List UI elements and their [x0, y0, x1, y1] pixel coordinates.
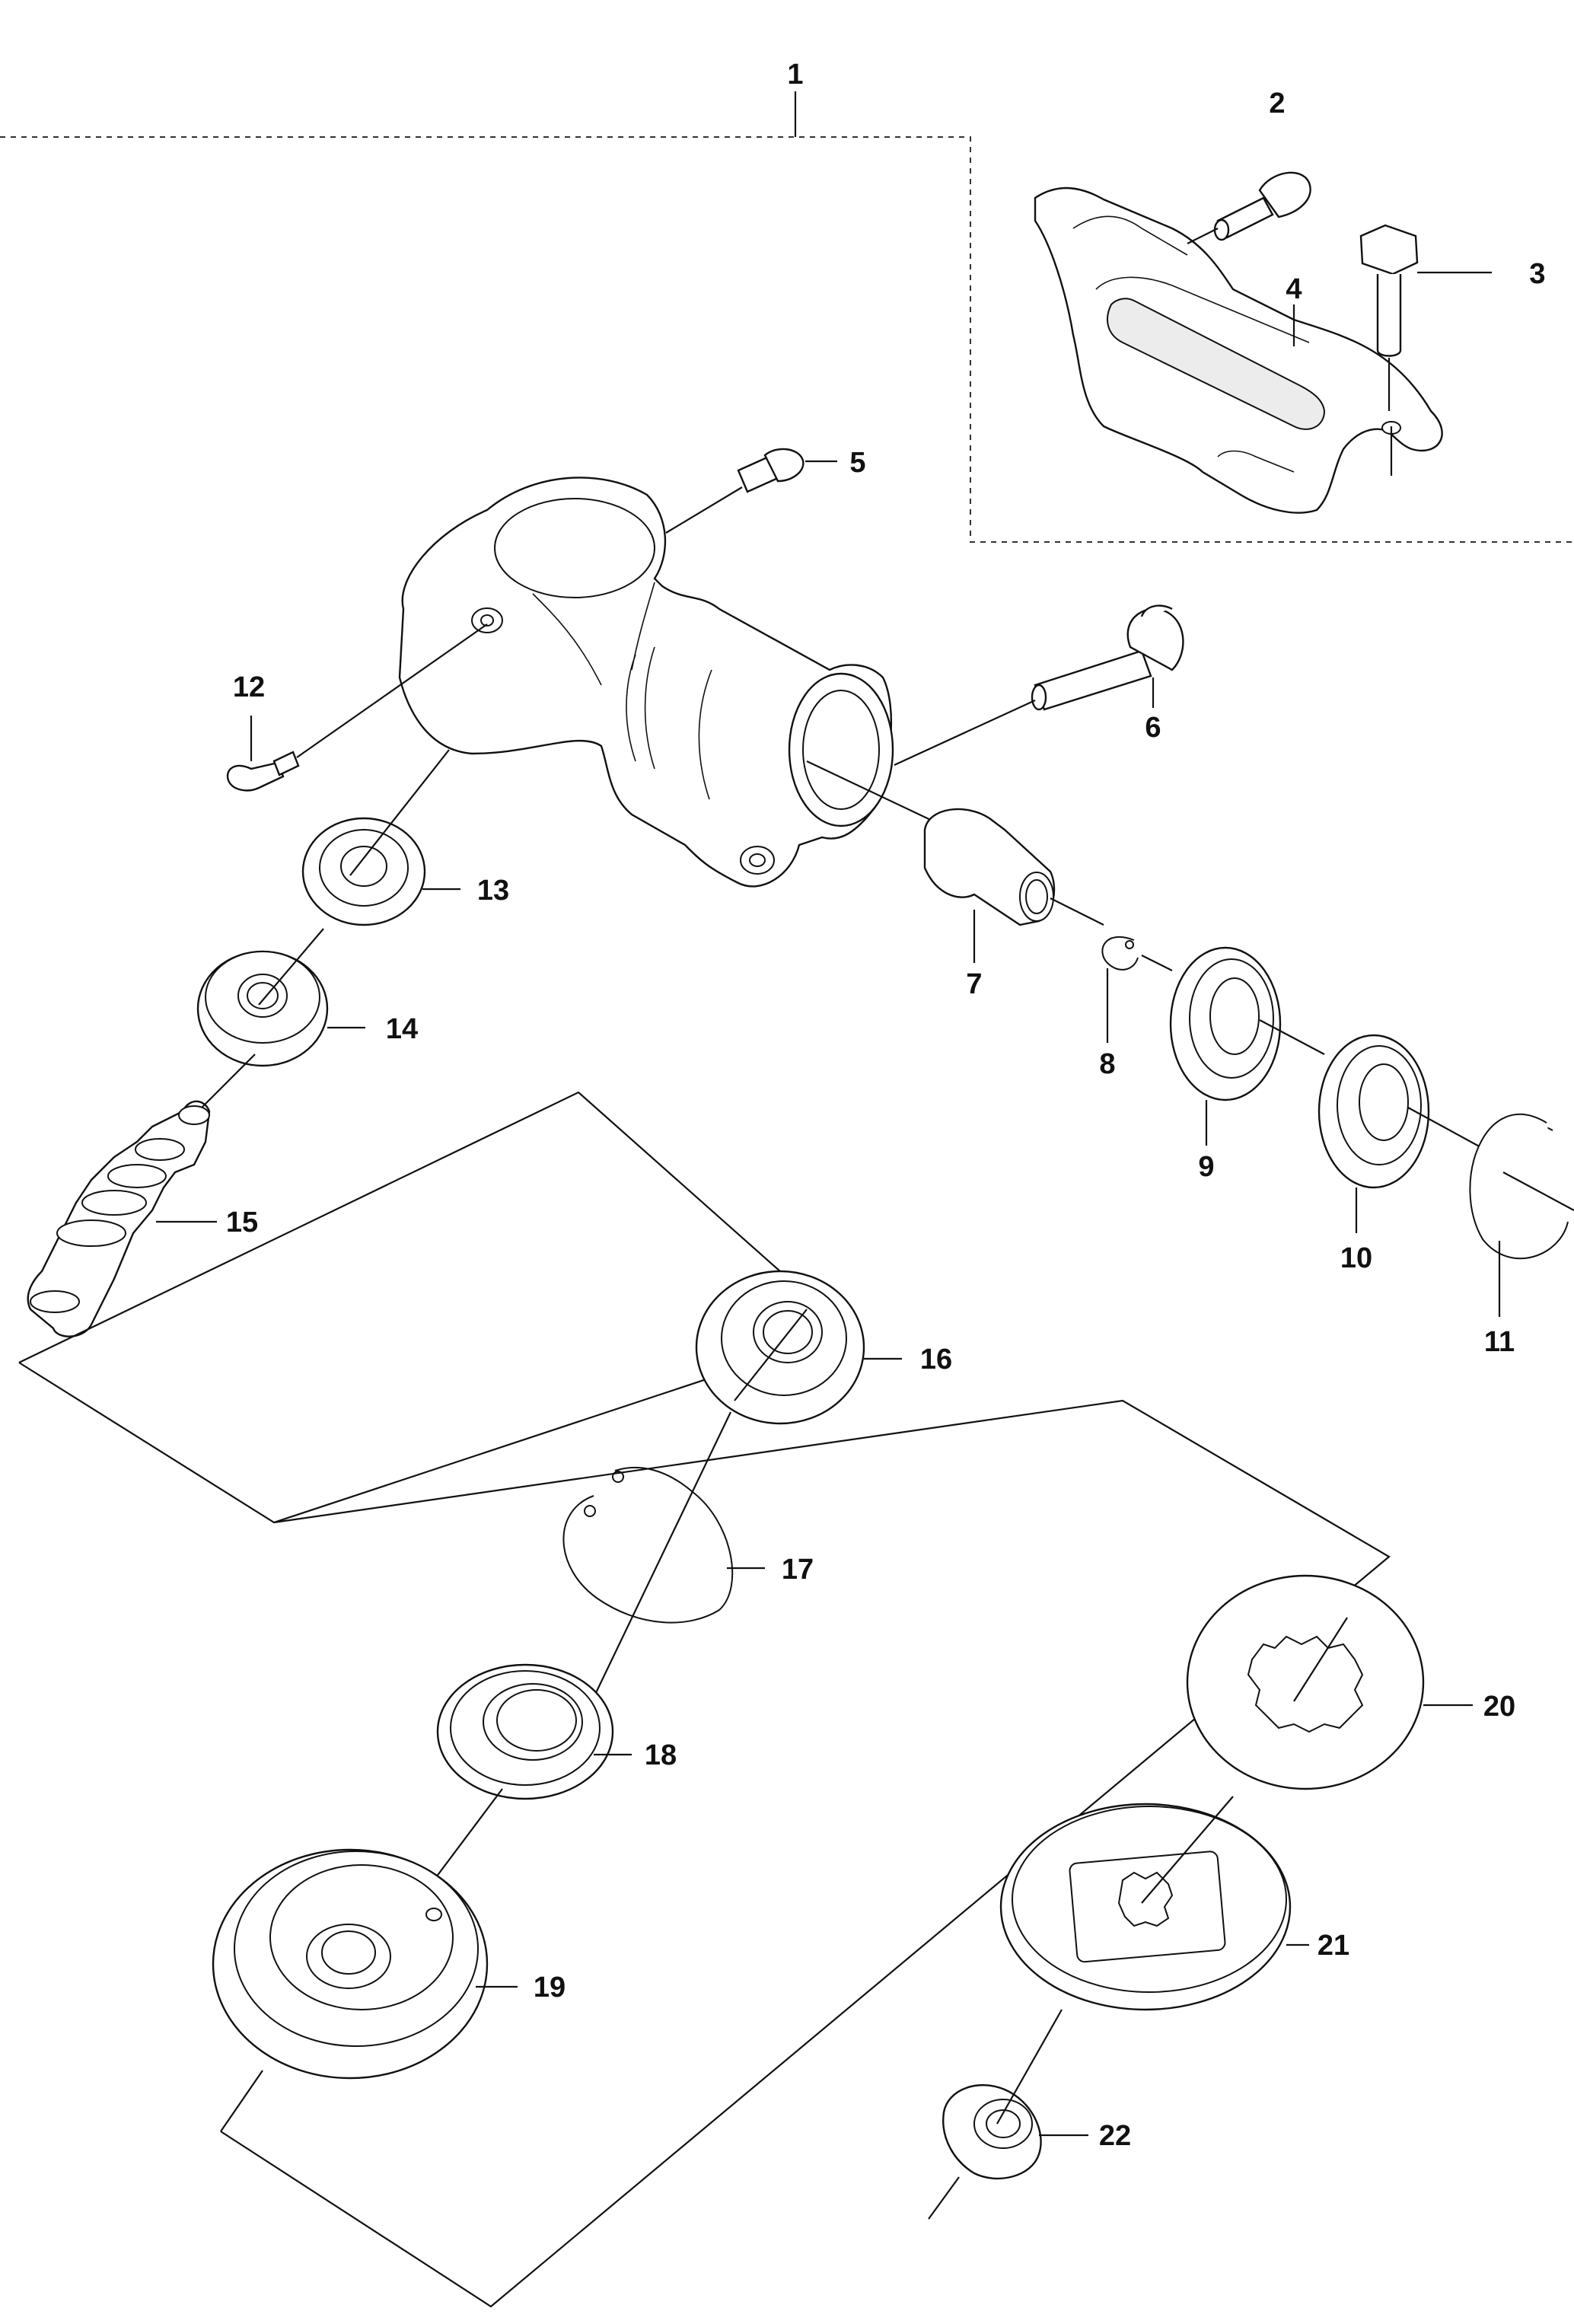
plate-part-21: [999, 1796, 1309, 2011]
cup-part-19: [212, 1848, 518, 2080]
callout-10: 10: [1340, 1242, 1372, 1274]
callout-17: 17: [782, 1554, 814, 1586]
callout-21: 21: [1318, 1930, 1349, 1962]
assembly-1-outline: [0, 91, 1574, 543]
callout-6: 6: [1145, 712, 1161, 744]
callout-7: 7: [966, 968, 982, 1000]
bearing-part-16: [695, 1270, 902, 1425]
subassembly-frame-right: [220, 1399, 1391, 2308]
ring-part-11: [1469, 1113, 1574, 1317]
bushing-part-7: [923, 808, 1104, 963]
callout-1: 1: [787, 59, 803, 91]
screw-part-12: [226, 623, 488, 792]
callout-16: 16: [920, 1344, 952, 1376]
callout-11: 11: [1484, 1326, 1515, 1358]
callout-9: 9: [1198, 1151, 1214, 1183]
screw-part-2: [1187, 171, 1311, 244]
shaft-part-15: [27, 1054, 256, 1337]
screw-part-5: [665, 448, 837, 534]
subassembly-frame-link: [220, 2070, 263, 2132]
bearing-part-10: [1318, 1034, 1493, 1233]
bolt-part-6: [894, 604, 1184, 766]
callout-8: 8: [1099, 1048, 1115, 1080]
pin-part-3: [1359, 224, 1492, 411]
washer-part-20: [1186, 1574, 1473, 1790]
ring-part-17: [562, 1411, 765, 1698]
callout-20: 20: [1483, 1691, 1515, 1723]
gear-housing: [398, 477, 952, 888]
callout-4: 4: [1286, 273, 1302, 305]
callout-15: 15: [226, 1207, 258, 1239]
callout-19: 19: [534, 1972, 566, 2004]
callout-12: 12: [233, 671, 265, 703]
circlip-part-8: [1101, 936, 1173, 1043]
guard-bracket: [1034, 186, 1443, 514]
callout-14: 14: [386, 1013, 418, 1045]
callout-13: 13: [477, 875, 509, 907]
nut-part-22: [928, 2009, 1088, 2220]
bearing-part-9: [1169, 946, 1325, 1146]
callout-labels: 1 2 3 4 5 6 7 8 9 10 11 12 13 14 15 16 1…: [226, 59, 1546, 2152]
callout-22: 22: [1099, 2120, 1131, 2152]
callout-2: 2: [1269, 88, 1285, 120]
callout-5: 5: [849, 447, 865, 479]
washer-part-14: [196, 928, 365, 1067]
callout-18: 18: [645, 1739, 677, 1771]
bearing-part-13: [301, 749, 460, 926]
callout-3: 3: [1529, 258, 1545, 290]
